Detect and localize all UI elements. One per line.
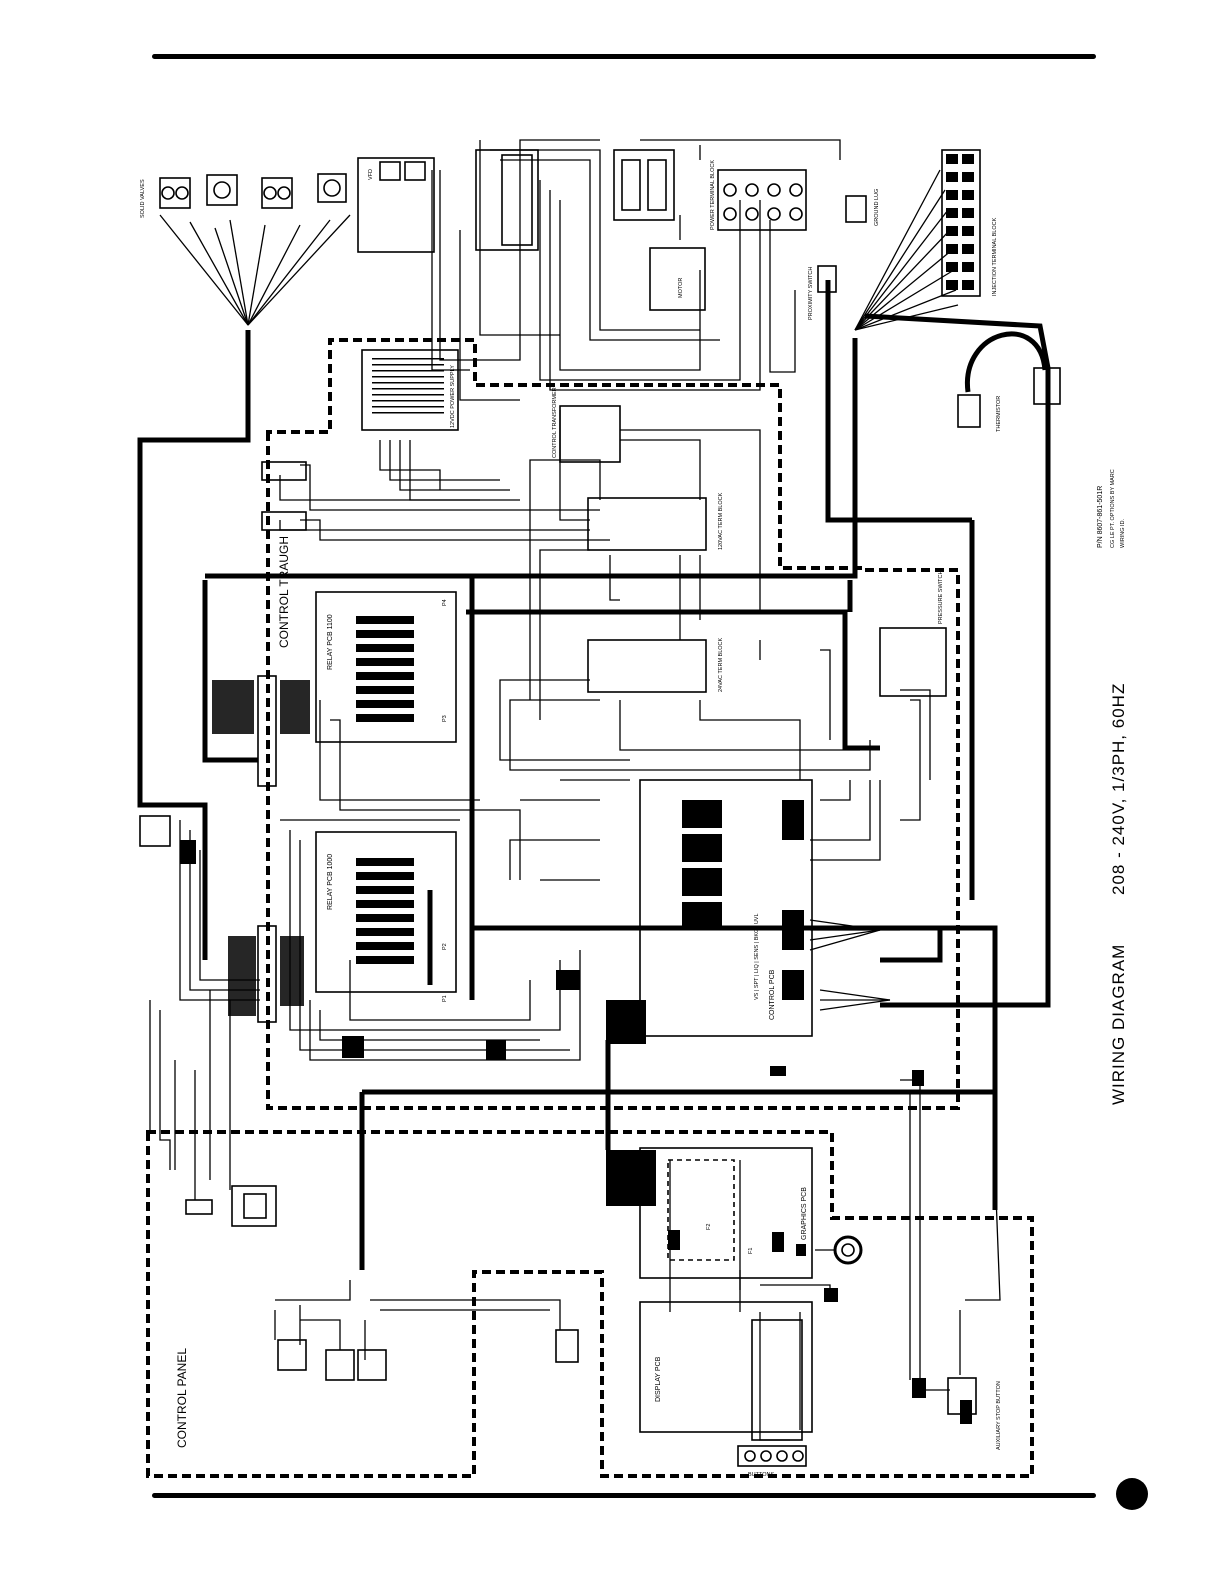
term-block-24-label: 24VAC TERM BLOCK — [718, 637, 724, 692]
connector-p3-label: P3 — [442, 715, 448, 722]
aux-stop-label: AUXILIARY STOP BUTTON — [996, 1381, 1002, 1450]
proximity-switch — [817, 265, 837, 293]
fuse-f2-label: F2 — [706, 1224, 712, 1230]
term-block-120-label: 120VAC TERM BLOCK — [718, 492, 724, 550]
control-panel-label: CONTROL PANEL — [175, 1348, 189, 1448]
thermistor-label: THERMISTOR — [996, 396, 1002, 432]
filled-details — [180, 154, 974, 1424]
relay-stack-bottom — [356, 858, 414, 964]
injection-terminal-block — [941, 149, 981, 297]
top-rule — [152, 54, 1096, 59]
term-block-24 — [587, 639, 707, 693]
thermistor-cable — [965, 331, 1048, 393]
psu-vent-grid — [372, 358, 444, 414]
part-number: P/N 8607-861-501R — [1097, 486, 1104, 548]
motor-label: MOTOR — [678, 278, 684, 298]
components — [139, 149, 1061, 1467]
solid-valves-label: SOLID VALVES — [140, 179, 146, 218]
control-pcb-signals: VS | SPT | LIQ | SENS | BKG | UVL — [754, 913, 760, 1000]
buttons-strip — [737, 1445, 807, 1467]
control-transformer — [559, 405, 621, 463]
relay-pcb-top — [315, 591, 457, 743]
power-terminal-label: POWER TERMINAL BLOCK — [710, 160, 716, 230]
part-note-2: WIRING ID. — [1120, 519, 1126, 548]
relay-pcb-bottom-label: RELAY PCB 1000 — [327, 854, 334, 910]
thin-wiring — [149, 139, 1001, 1441]
graphics-pcb-label: GRAPHICS PCB — [801, 1187, 808, 1240]
display-pcb-box — [639, 1301, 813, 1433]
graphics-pcb-box — [639, 1147, 813, 1279]
power-supply-box — [361, 349, 459, 431]
solid-valves-group — [159, 173, 347, 209]
enclosure-outlines — [146, 338, 1034, 1478]
motor-box — [649, 247, 706, 311]
vfd-label: VFD — [368, 169, 374, 180]
gauge-circle — [833, 1235, 863, 1265]
injection-terminals — [946, 154, 974, 290]
vfd-box — [357, 157, 435, 253]
diagram-title: WIRING DIAGRAM — [1109, 944, 1128, 1105]
fuse-f1-label: F1 — [748, 1248, 754, 1254]
ground-lug-label: GROUND LUG — [874, 189, 880, 226]
connector-p1-label: P1 — [442, 995, 448, 1002]
proximity-switch-label: PROXIMITY SWITCH — [808, 267, 814, 320]
control-pcb-label: CONTROL PCB — [769, 969, 776, 1020]
ground-lug — [845, 195, 867, 223]
pressure-switch — [879, 627, 947, 697]
diagram-labels: WIRING DIAGRAM 208 - 240V, 1/3PH, 60HZ P… — [140, 160, 1128, 1478]
connector-p2-label: P2 — [442, 943, 448, 950]
page-marker-dot — [1116, 1478, 1148, 1510]
term-block-120 — [587, 497, 707, 551]
pressure-switch-label: PRESSURE SWITCH — [938, 570, 944, 624]
heavy-harnesses — [137, 280, 1051, 1270]
relay-pcb-top-label: RELAY PCB 1100 — [327, 614, 334, 670]
display-pcb-label: DISPLAY PCB — [655, 1356, 662, 1402]
relay-stack-top — [356, 616, 414, 722]
voltage-spec: 208 - 240V, 1/3PH, 60HZ — [1109, 683, 1128, 895]
power-supply-label: 12VDC POWER SUPPLY — [450, 365, 456, 428]
relay-pcb-bottom — [315, 831, 457, 993]
power-terminal-block — [717, 169, 807, 231]
connector-p4-label: P4 — [442, 599, 448, 606]
part-note-1: CG LE PT. OPTIONS BY MARC — [1110, 469, 1116, 548]
control-trough-label: CONTROL TRAUGH — [277, 536, 291, 648]
control-pcb-box — [639, 779, 813, 1037]
bottom-rule — [152, 1493, 1096, 1498]
buttons-label: BUTTONS — [748, 1472, 775, 1478]
control-transformer-label: CONTROL TRANSFORMER — [552, 387, 558, 458]
injection-terminal-label: INJECTION TERMINAL BLOCK — [992, 217, 998, 296]
